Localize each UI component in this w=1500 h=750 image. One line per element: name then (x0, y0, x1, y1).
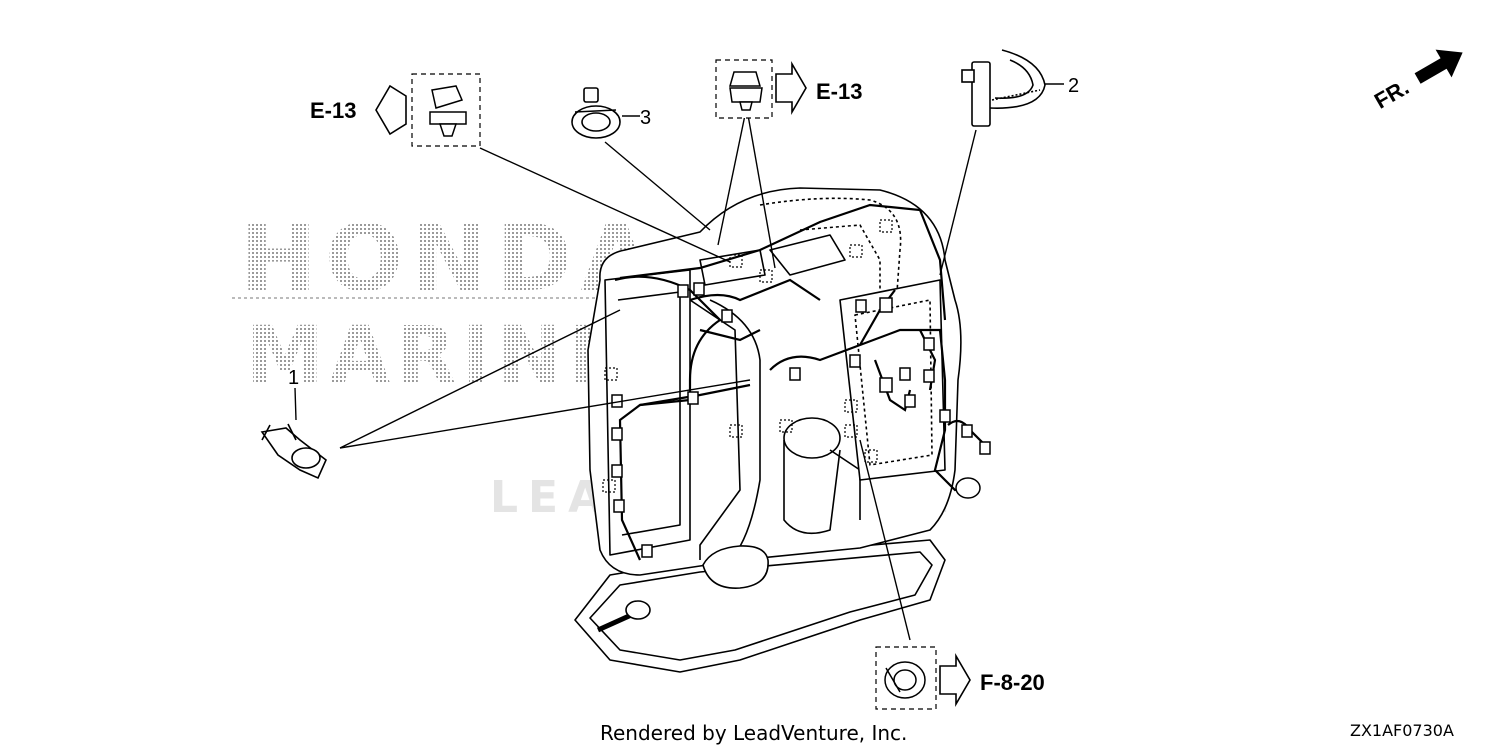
part-number-2: 2 (1068, 75, 1079, 97)
part-3-clamp (571, 87, 621, 139)
dotted-rear-connectors (602, 219, 893, 493)
connectors (611, 282, 991, 558)
leader-lines (294, 83, 1064, 641)
diagram-code: ZX1AF0730A (1350, 721, 1454, 740)
ref-label-e13-left: E-13 (310, 98, 356, 123)
watermark-marine: MARINE (246, 311, 628, 401)
ref-box-left (375, 73, 481, 147)
part-number-1: 1 (288, 367, 299, 389)
part-2-band-clip (961, 49, 1046, 127)
ref-box-bottom (875, 646, 971, 710)
front-direction-indicator: FR. (1370, 49, 1463, 114)
ref-box-top (715, 59, 807, 119)
part-1-harness-clip (260, 423, 327, 480)
ref-label-e13-right: E-13 (816, 79, 862, 104)
ref-label-f820: F-8-20 (980, 670, 1045, 695)
engine-assembly (574, 187, 962, 673)
direction-label: FR. (1370, 74, 1413, 113)
footer-credit: Rendered by LeadVenture, Inc. (600, 721, 907, 745)
watermark-honda: HONDA (240, 205, 660, 312)
part-number-3: 3 (640, 107, 651, 129)
